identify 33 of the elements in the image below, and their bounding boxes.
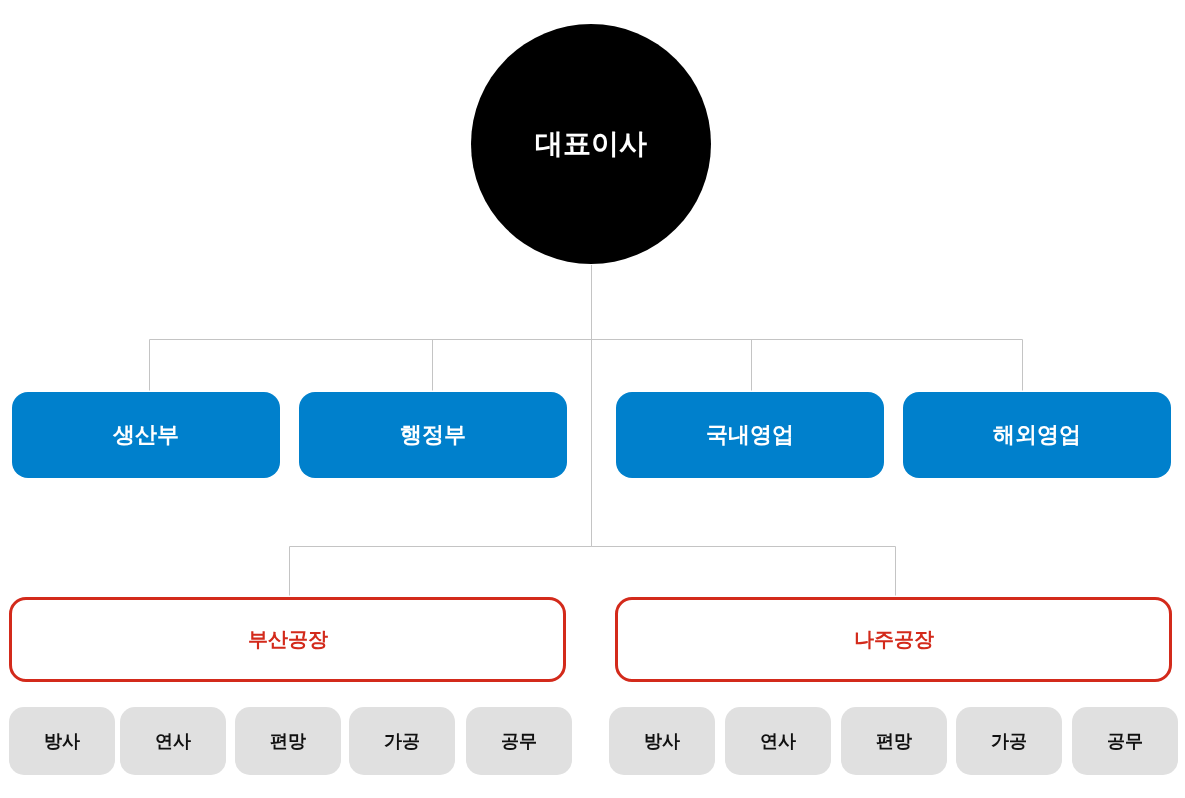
factory-box <box>615 597 1172 682</box>
department-box <box>616 392 884 478</box>
node-label: 가공 <box>384 729 420 753</box>
department-box <box>12 392 280 478</box>
node-label: 해외영업 <box>993 421 1081 449</box>
node-label: 공무 <box>501 729 537 753</box>
team-box <box>120 707 226 775</box>
factory-box <box>9 597 566 682</box>
node-label: 편망 <box>876 729 912 753</box>
node-label: 부산공장 <box>247 626 328 653</box>
team-box <box>956 707 1062 775</box>
node-label: 연사 <box>155 729 191 753</box>
node-label: 공무 <box>1107 729 1143 753</box>
node-label: 생산부 <box>113 421 179 449</box>
node-label: 방사 <box>644 729 680 753</box>
node-label: 나주공장 <box>853 626 934 653</box>
node-label: 방사 <box>44 729 80 753</box>
team-box <box>1072 707 1178 775</box>
team-box <box>349 707 455 775</box>
team-box <box>841 707 947 775</box>
department-box <box>299 392 567 478</box>
node-label: 국내영업 <box>706 421 794 449</box>
node-label: 대표이사 <box>535 126 647 162</box>
node-label: 연사 <box>760 729 796 753</box>
department-box <box>903 392 1171 478</box>
team-box <box>9 707 115 775</box>
node-label: 행정부 <box>400 421 466 449</box>
team-box <box>609 707 715 775</box>
node-label: 가공 <box>991 729 1027 753</box>
team-box <box>725 707 831 775</box>
team-box <box>466 707 572 775</box>
node-label: 편망 <box>270 729 306 753</box>
team-box <box>235 707 341 775</box>
